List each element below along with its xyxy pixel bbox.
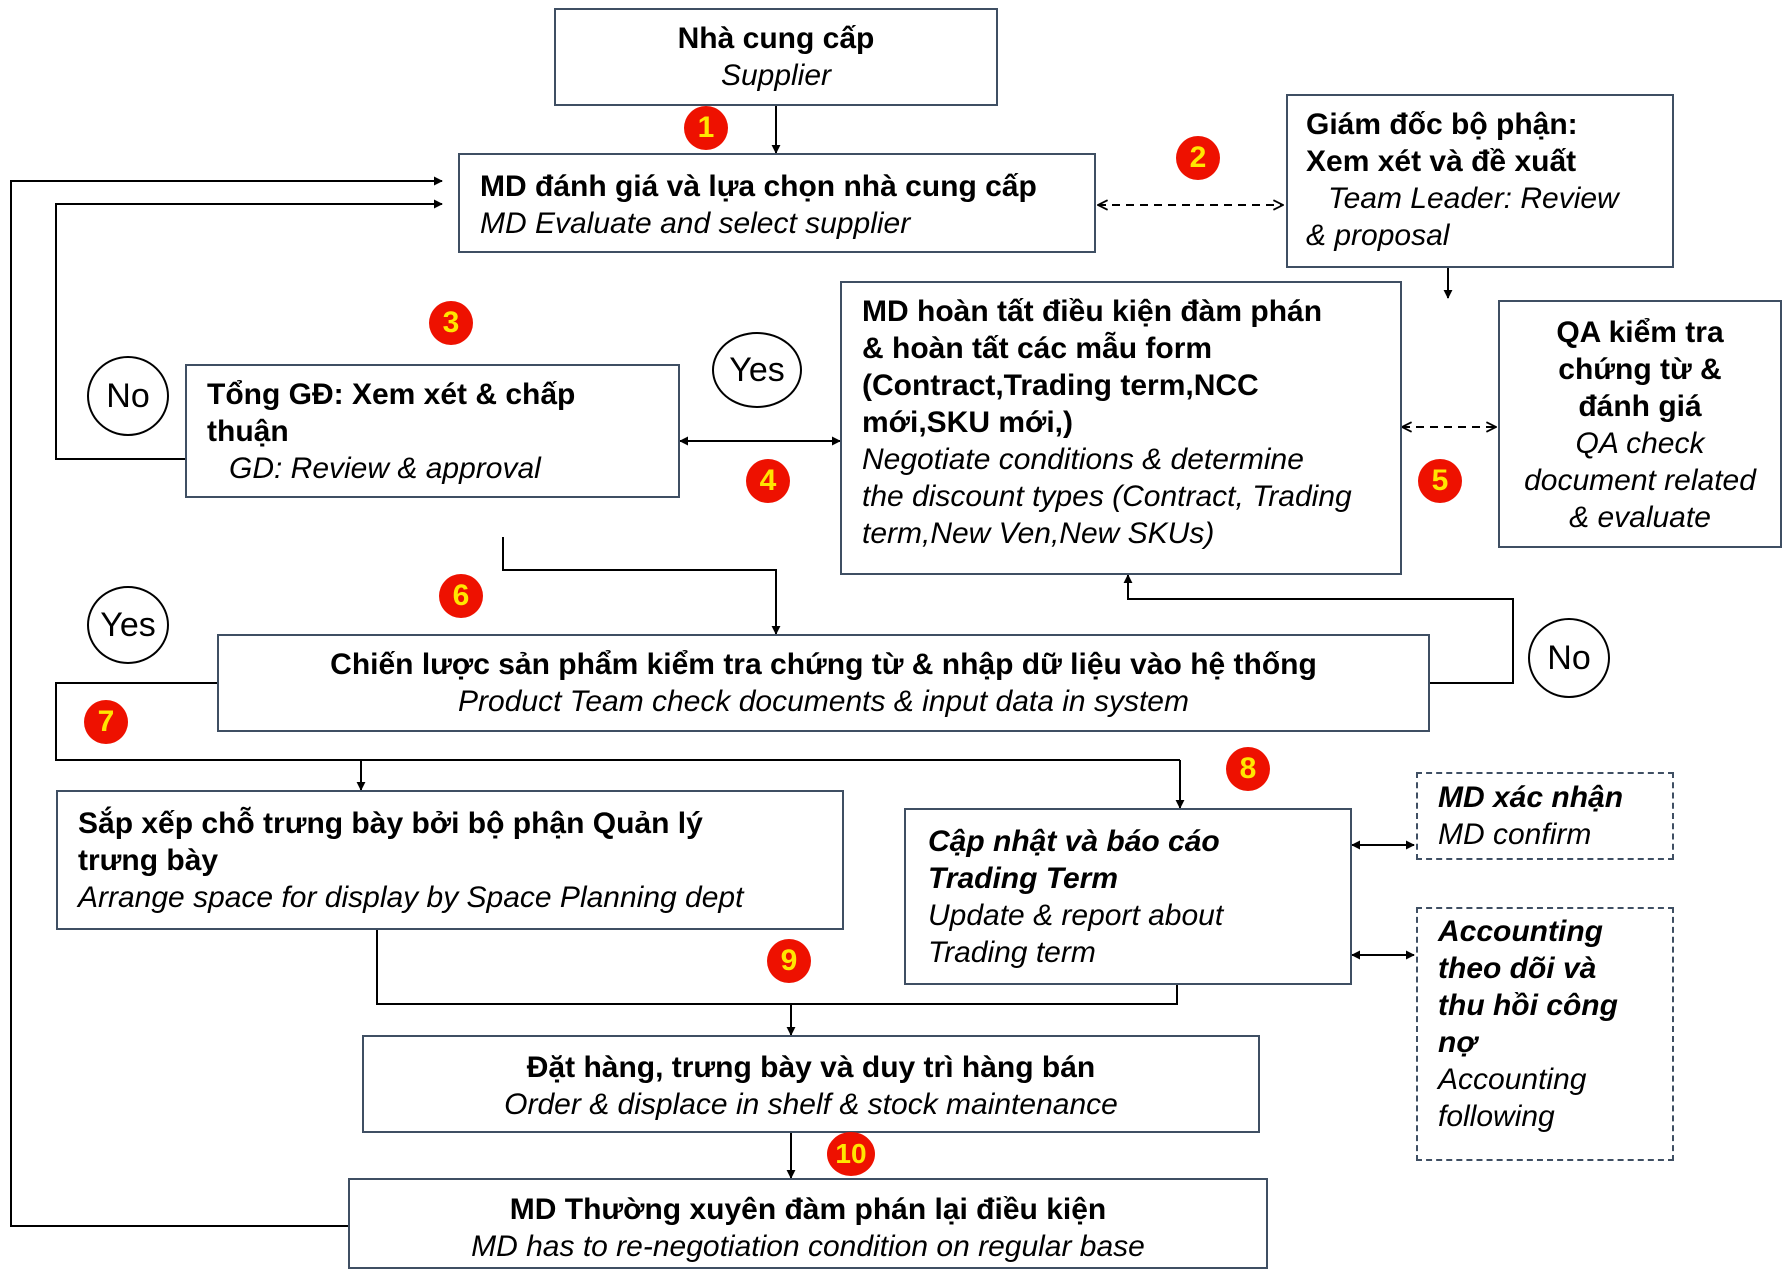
step-2-subtitle-2: & proposal bbox=[1306, 219, 1450, 252]
step-8-subtitle-2: Trading term bbox=[928, 936, 1096, 969]
step-8-trading-term: Cập nhật và báo cáo Trading Term Update … bbox=[904, 808, 1352, 985]
step-2-team-leader: Giám đốc bộ phận: Xem xét và đề xuất Tea… bbox=[1286, 94, 1674, 268]
step-supplier: Nhà cung cấp Supplier bbox=[554, 8, 998, 106]
accounting-title-4: nợ bbox=[1438, 1026, 1477, 1059]
step-7-space-planning: Sắp xếp chỗ trưng bày bởi bộ phận Quản l… bbox=[56, 790, 844, 930]
loop-gd-no-to-evaluate bbox=[55, 199, 443, 460]
accounting-box: Accounting theo dõi và thu hồi công nợ A… bbox=[1416, 907, 1674, 1161]
step-2-subtitle-1: Team Leader: Review bbox=[1328, 182, 1619, 215]
step-2-title-1: Giám đốc bộ phận: bbox=[1306, 108, 1578, 141]
accounting-title-1: Accounting bbox=[1438, 915, 1603, 948]
step-9-subtitle: Order & displace in shelf & stock mainte… bbox=[504, 1088, 1118, 1121]
step-5-title-3: đánh giá bbox=[1578, 390, 1702, 423]
step-1-subtitle: MD Evaluate and select supplier bbox=[480, 207, 911, 240]
badge-step-9: 9 bbox=[767, 939, 811, 983]
step-5-title-1: QA kiểm tra bbox=[1556, 316, 1724, 349]
step-6-subtitle: Product Team check documents & input dat… bbox=[458, 685, 1189, 718]
step-7-title-1: Sắp xếp chỗ trưng bày bởi bộ phận Quản l… bbox=[78, 807, 703, 840]
accounting-subtitle-2: following bbox=[1438, 1100, 1555, 1133]
md-confirm-title: MD xác nhận bbox=[1438, 781, 1624, 814]
step-6-title: Chiến lược sản phẩm kiểm tra chứng từ & … bbox=[330, 648, 1317, 681]
step-supplier-subtitle: Supplier bbox=[720, 59, 832, 92]
step-10-renegotiate: MD Thường xuyên đàm phán lại điều kiện M… bbox=[348, 1178, 1268, 1269]
loop-product-no-to-negotiate bbox=[1123, 574, 1514, 684]
accounting-title-3: thu hồi công bbox=[1438, 989, 1618, 1022]
step-1-title: MD đánh giá và lựa chọn nhà cung cấp bbox=[480, 170, 1037, 203]
line-space-planning-merge bbox=[376, 930, 1178, 1005]
accounting-subtitle-1: Accounting bbox=[1438, 1063, 1587, 1096]
step-10-subtitle: MD has to re-negotiation condition on re… bbox=[471, 1230, 1145, 1263]
badge-step-3: 3 bbox=[429, 301, 473, 345]
step-supplier-title: Nhà cung cấp bbox=[677, 22, 875, 55]
step-8-subtitle-1: Update & report about bbox=[928, 899, 1224, 932]
md-confirm-box: MD xác nhận MD confirm bbox=[1416, 772, 1674, 860]
step-5-subtitle-1: QA check bbox=[1575, 427, 1705, 460]
decision-yes-left: Yes bbox=[87, 586, 169, 664]
step-4-title-3: (Contract,Trading term,NCC bbox=[862, 369, 1259, 402]
step-7-subtitle: Arrange space for display by Space Plann… bbox=[78, 881, 744, 914]
step-5-subtitle-3: & evaluate bbox=[1569, 501, 1711, 534]
line-product-yes-split bbox=[55, 682, 1180, 761]
badge-step-8: 8 bbox=[1226, 747, 1270, 791]
arrow-gd-to-product-team bbox=[502, 537, 781, 635]
step-9-order: Đặt hàng, trưng bày và duy trì hàng bán … bbox=[362, 1035, 1260, 1133]
badge-step-2: 2 bbox=[1176, 136, 1220, 180]
step-3-gd-review: Tổng GĐ: Xem xét & chấp thuận GD: Review… bbox=[185, 364, 680, 498]
step-4-title-4: mới,SKU mới,) bbox=[862, 406, 1074, 439]
step-4-title-2: & hoàn tất các mẫu form bbox=[862, 332, 1213, 365]
step-4-subtitle-1: Negotiate conditions & determine bbox=[862, 443, 1304, 476]
decision-no-left: No bbox=[87, 356, 169, 436]
step-2-title-2: Xem xét và đề xuất bbox=[1306, 145, 1577, 178]
badge-step-4: 4 bbox=[746, 459, 790, 503]
step-8-title-2: Trading Term bbox=[928, 862, 1119, 895]
step-4-md-negotiate: MD hoàn tất điều kiện đàm phán & hoàn tấ… bbox=[840, 281, 1402, 575]
badge-step-1: 1 bbox=[684, 106, 728, 150]
step-3-title-2: thuận bbox=[207, 415, 289, 448]
step-6-product-team: Chiến lược sản phẩm kiểm tra chứng từ & … bbox=[217, 634, 1430, 732]
step-3-title-1: Tổng GĐ: Xem xét & chấp bbox=[207, 378, 576, 411]
step-1-md-evaluate: MD đánh giá và lựa chọn nhà cung cấp MD … bbox=[458, 153, 1096, 253]
badge-step-6: 6 bbox=[439, 574, 483, 618]
decision-no-right: No bbox=[1528, 618, 1610, 698]
step-9-title: Đặt hàng, trưng bày và duy trì hàng bán bbox=[526, 1051, 1096, 1084]
md-confirm-subtitle: MD confirm bbox=[1438, 818, 1592, 851]
badge-step-5: 5 bbox=[1418, 459, 1462, 503]
loop-renegotiate-to-evaluate bbox=[10, 176, 443, 1227]
step-3-subtitle: GD: Review & approval bbox=[229, 452, 541, 485]
step-8-title-1: Cập nhật và báo cáo bbox=[928, 825, 1220, 858]
decision-yes-gd: Yes bbox=[712, 332, 802, 408]
badge-step-10: 10 bbox=[827, 1132, 875, 1176]
step-4-subtitle-2: the discount types (Contract, Trading bbox=[862, 480, 1352, 513]
step-4-title-1: MD hoàn tất điều kiện đàm phán bbox=[862, 295, 1323, 328]
step-7-title-2: trưng bày bbox=[78, 844, 219, 877]
step-4-subtitle-3: term,New Ven,New SKUs) bbox=[862, 517, 1215, 550]
badge-step-7: 7 bbox=[84, 700, 128, 744]
accounting-title-2: theo dõi và bbox=[1438, 952, 1597, 985]
step-10-title: MD Thường xuyên đàm phán lại điều kiện bbox=[509, 1193, 1107, 1226]
step-5-title-2: chứng từ & bbox=[1558, 353, 1722, 386]
step-5-qa-check: QA kiểm tra chứng từ & đánh giá QA check… bbox=[1498, 300, 1782, 548]
step-5-subtitle-2: document related bbox=[1524, 464, 1756, 497]
